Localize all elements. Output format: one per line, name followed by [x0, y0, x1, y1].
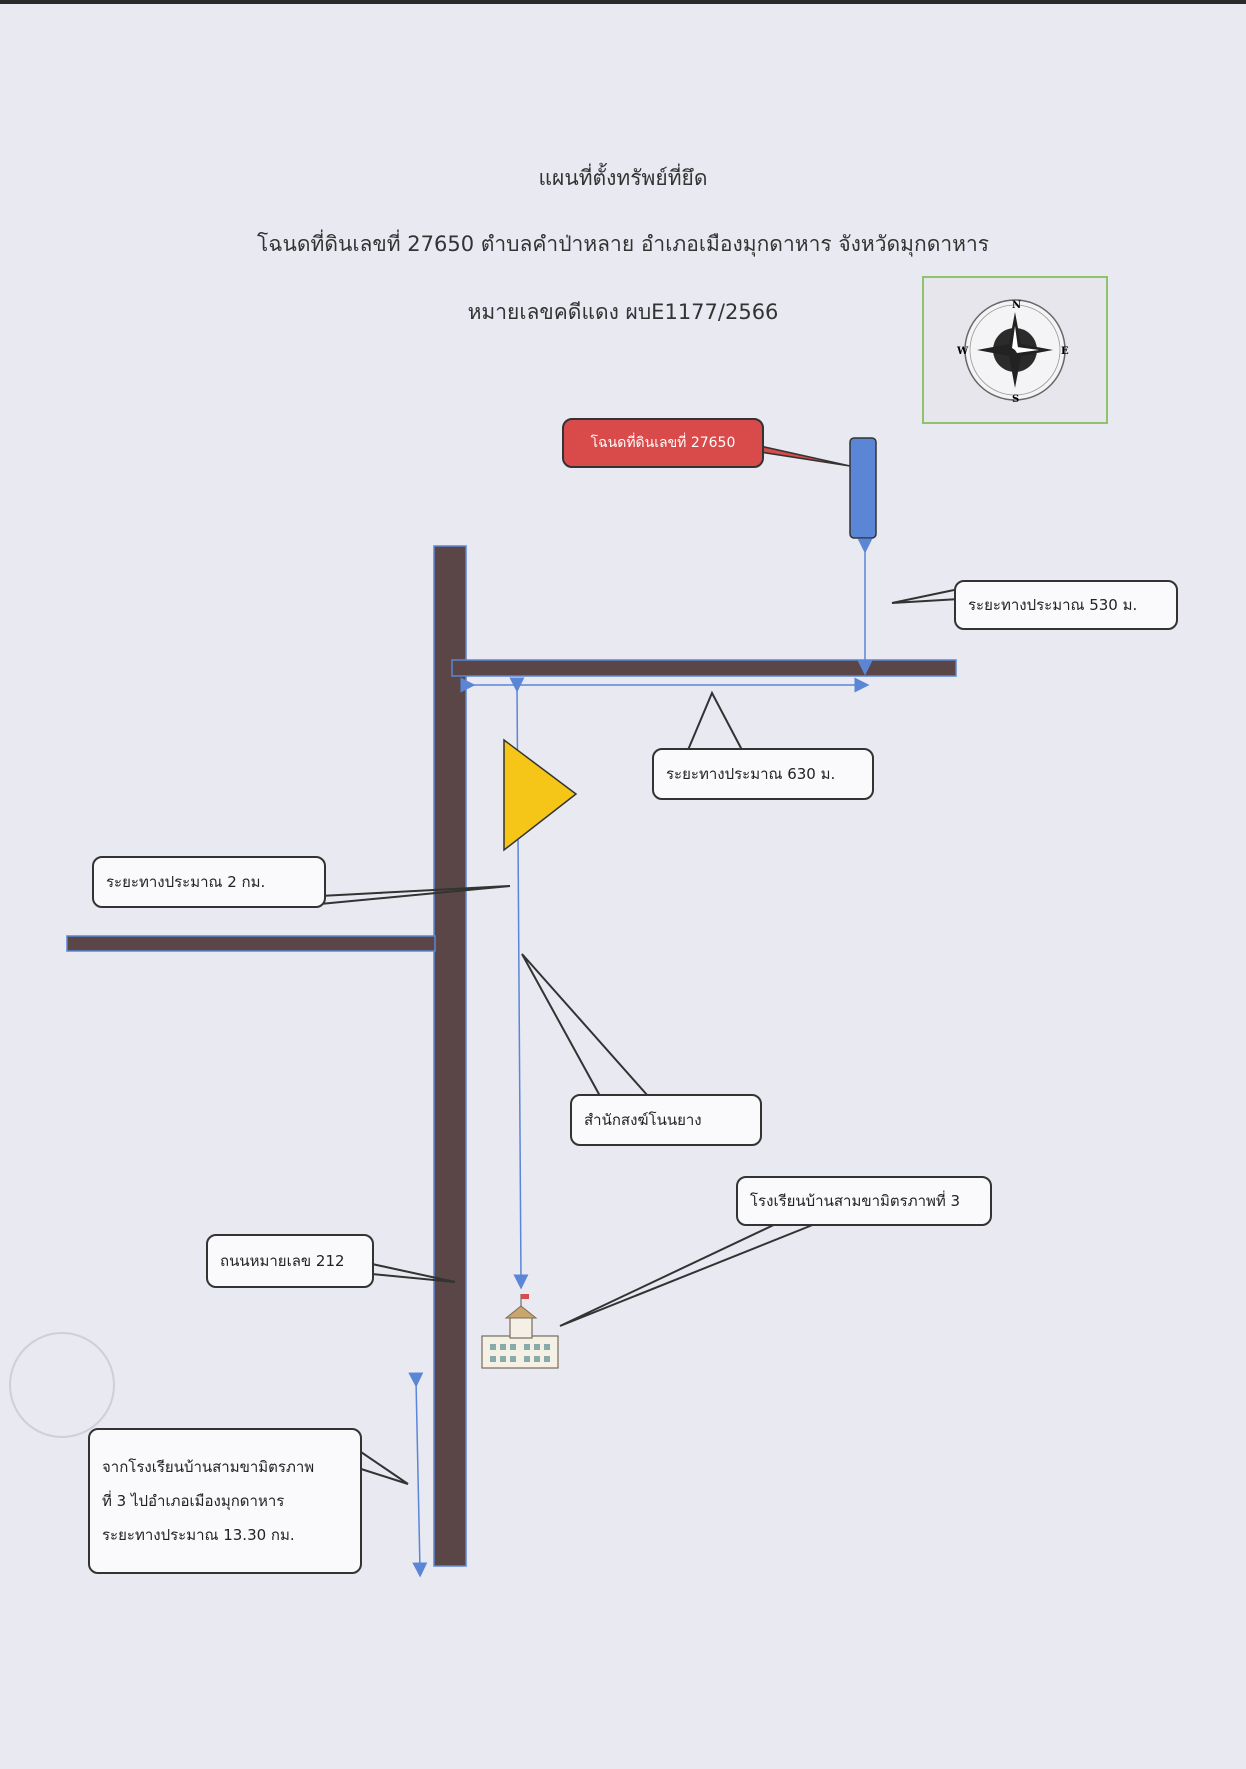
- callout-pointer-temple: [521, 953, 649, 1097]
- route-arrow: [408, 1372, 428, 1578]
- parcel-marker-icon: [849, 437, 877, 539]
- route-note: จากโรงเรียนบ้านสามขามิตรภาพ ที่ 3 ไปอำเภ…: [88, 1428, 362, 1574]
- temple-label: สำนักสงฆ์โนนยาง: [570, 1094, 762, 1146]
- road-west-branch: [66, 935, 436, 952]
- road-label: ถนนหมายเลข 212: [206, 1234, 374, 1288]
- callout-pointer-route: [357, 1449, 409, 1485]
- compass-rose-icon: N S E W: [956, 299, 1069, 405]
- route-note-line-1: จากโรงเรียนบ้านสามขามิตรภาพ: [102, 1458, 315, 1476]
- map-title: แผนที่ตั้งทรัพย์ที่ยึด: [538, 166, 708, 190]
- page-edge: [0, 0, 1246, 4]
- callout-pointer-2km: [319, 885, 511, 905]
- route-note-line-3: ระยะทางประมาณ 13.30 กม.: [102, 1526, 295, 1544]
- map-subtitle: โฉนดที่ดินเลขที่ 27650 ตำบลคำป่าหลาย อำเ…: [256, 232, 990, 256]
- callout-pointer-630: [687, 690, 743, 751]
- compass-west: W: [956, 346, 969, 357]
- compass-east: E: [1061, 346, 1069, 357]
- parcel-callout-tail: [759, 445, 851, 467]
- case-number: หมายเลขคดีแดง ผบE1177/2566: [467, 300, 779, 324]
- road-east-branch: [451, 659, 957, 677]
- school-building-icon: [481, 1294, 559, 1369]
- callout-pointer-road: [371, 1263, 456, 1283]
- stamp-circle: [9, 1332, 115, 1438]
- distance-530-label: ระยะทางประมาณ 530 ม.: [954, 580, 1178, 630]
- callout-pointer-school: [559, 1221, 821, 1327]
- distance-2km-label: ระยะทางประมาณ 2 กม.: [92, 856, 326, 908]
- compass-box: N S E W: [922, 276, 1108, 424]
- route-note-line-2: ที่ 3 ไปอำเภอเมืองมุกดาหาร: [102, 1492, 285, 1510]
- school-label: โรงเรียนบ้านสามขามิตรภาพที่ 3: [736, 1176, 992, 1226]
- distance-630-label: ระยะทางประมาณ 630 ม.: [652, 748, 874, 800]
- road-212-main: [433, 545, 467, 1567]
- compass-north: N: [1012, 300, 1021, 311]
- compass-south: S: [1012, 394, 1019, 405]
- temple-triangle-icon: [503, 738, 578, 852]
- parcel-label: โฉนดที่ดินเลขที่ 27650: [562, 418, 764, 468]
